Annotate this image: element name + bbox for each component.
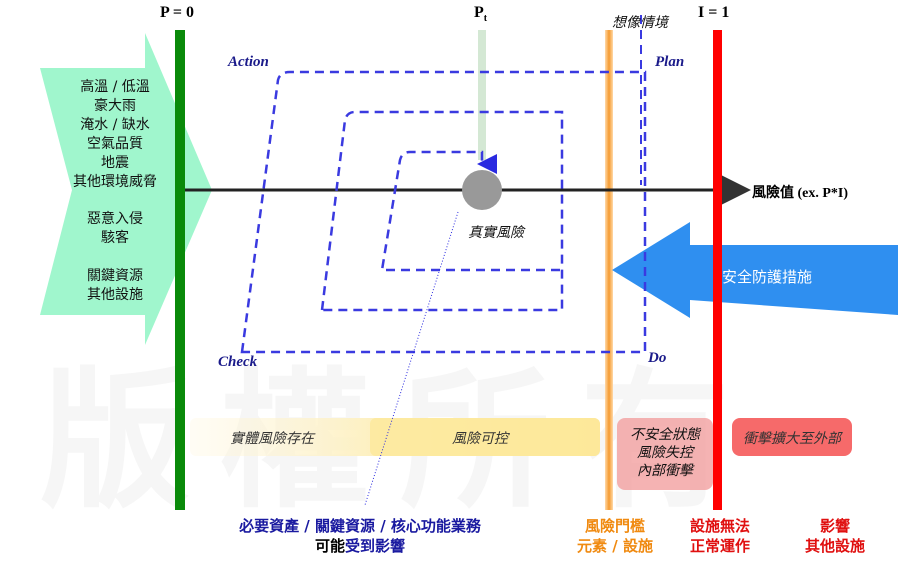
threat-item: 關鍵資源 bbox=[87, 268, 143, 284]
i1-label: I = 1 bbox=[698, 4, 730, 21]
threat-human: 惡意入侵 駭客 bbox=[60, 210, 170, 248]
band-unsafe bbox=[617, 418, 713, 490]
pt-text: P bbox=[474, 4, 484, 21]
affect-line: 影響 bbox=[819, 517, 850, 535]
assets-possible: 可能 bbox=[314, 537, 345, 555]
affect-label: 影響 其他設施 bbox=[785, 516, 885, 556]
failure-line: 設施無法 bbox=[689, 517, 750, 535]
threat-item: 淹水 / 缺水 bbox=[80, 117, 150, 133]
threat-item: 空氣品質 bbox=[87, 136, 143, 152]
pdca-do: Do bbox=[648, 350, 667, 366]
failure-line: 正常運作 bbox=[689, 537, 750, 555]
band-line: 不安全狀態 bbox=[630, 427, 700, 443]
band-line: 內部衝擊 bbox=[637, 463, 693, 479]
threat-infra: 關鍵資源 其他設施 bbox=[60, 267, 170, 305]
pdca-inner-loop bbox=[380, 150, 560, 272]
band-physical-label: 實體風險存在 bbox=[230, 431, 314, 447]
protection-label: 安全防護措施 bbox=[722, 268, 813, 286]
protection-arrow bbox=[612, 222, 898, 318]
band-unsafe-label: 不安全狀態 風險失控 內部衝擊 bbox=[617, 426, 713, 480]
threat-item: 地震 bbox=[101, 155, 129, 171]
pt-bar bbox=[478, 30, 486, 160]
assets-label: 必要資產 / 關鍵資源 / 核心功能業務 可能受到影響 bbox=[215, 516, 505, 556]
pt-label: Pt bbox=[474, 4, 487, 24]
threshold-label: 風險門檻 元素 / 設施 bbox=[565, 516, 665, 556]
band-external-label: 衝擊擴大至外部 bbox=[743, 431, 841, 447]
i1-bar bbox=[713, 30, 722, 510]
threshold-bar bbox=[605, 30, 613, 510]
band-controllable-label: 風險可控 bbox=[452, 431, 508, 447]
threat-item: 其他環境威脅 bbox=[73, 174, 157, 190]
real-risk-node bbox=[462, 170, 502, 210]
pdca-outer-loop bbox=[240, 70, 647, 354]
pdca-middle-loop bbox=[320, 110, 564, 312]
band-controllable bbox=[370, 418, 600, 456]
risk-value-label: 風險值 (ex. P*I) bbox=[752, 186, 849, 201]
assets-line1: 必要資產 / 關鍵資源 / 核心功能業務 bbox=[239, 517, 481, 535]
pdca-check: Check bbox=[218, 354, 258, 370]
p0-bar bbox=[175, 30, 185, 510]
threat-item: 駭客 bbox=[101, 230, 129, 246]
dotted-pointer bbox=[364, 211, 459, 506]
real-risk-label: 真實風險 bbox=[468, 225, 524, 241]
affect-line: 其他設施 bbox=[804, 537, 865, 555]
threat-env: 高溫 / 低溫 豪大雨 淹水 / 缺水 空氣品質 地震 其他環境威脅 bbox=[60, 78, 170, 192]
threat-item: 豪大雨 bbox=[94, 98, 136, 114]
band-external bbox=[732, 418, 852, 456]
failure-label: 設施無法 正常運作 bbox=[670, 516, 770, 556]
band-line: 風險失控 bbox=[637, 445, 693, 461]
pt-sub: t bbox=[483, 13, 488, 25]
pdca-plan: Plan bbox=[655, 54, 685, 70]
pdca-action: Action bbox=[228, 54, 269, 70]
imagined-label: 想像情境 bbox=[612, 15, 668, 31]
threat-item: 其他設施 bbox=[87, 287, 143, 303]
threat-item: 惡意入侵 bbox=[87, 211, 143, 227]
threat-arrow bbox=[40, 33, 212, 345]
p0-label: P = 0 bbox=[160, 4, 195, 21]
assets-affected: 受到影響 bbox=[345, 537, 406, 555]
threshold-line: 元素 / 設施 bbox=[577, 537, 653, 555]
threshold-line: 風險門檻 bbox=[584, 517, 645, 535]
threat-item: 高溫 / 低溫 bbox=[80, 79, 150, 95]
